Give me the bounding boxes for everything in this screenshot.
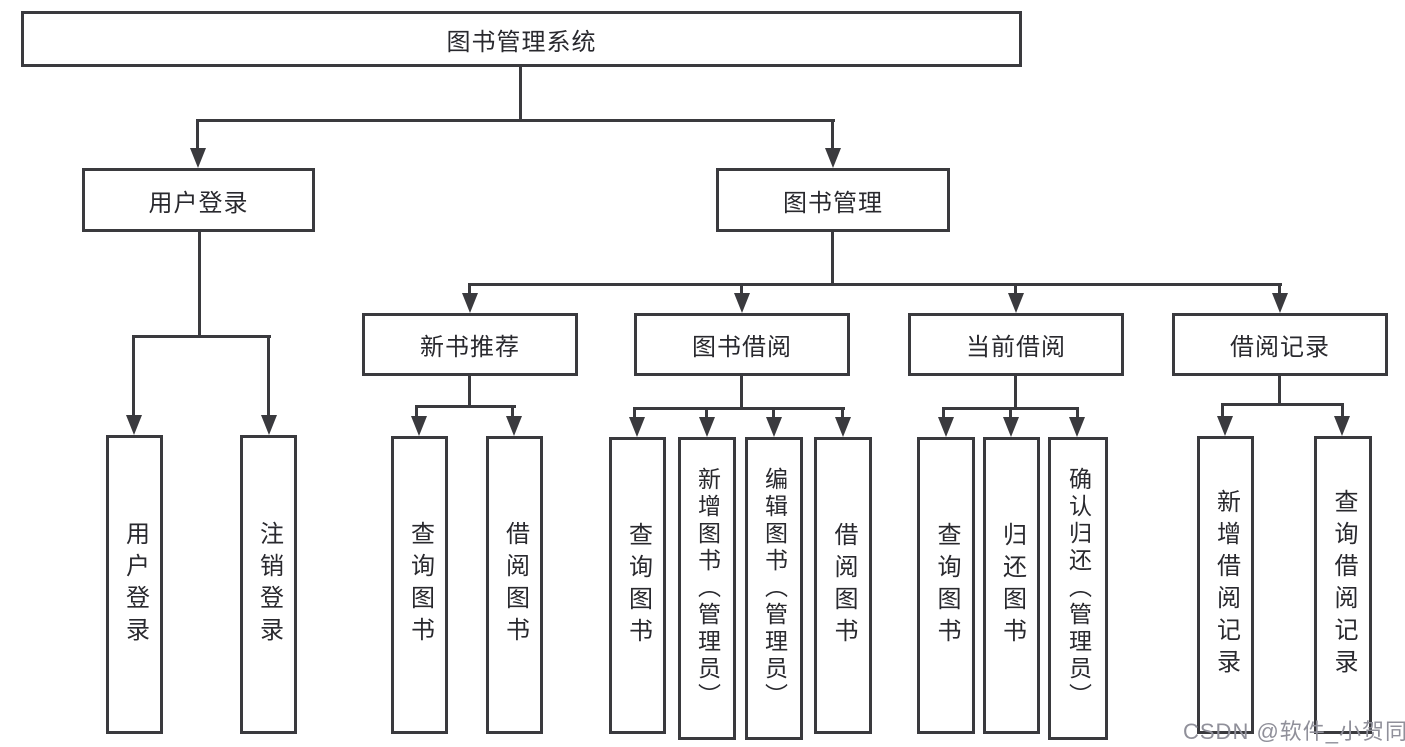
connector-vline (740, 376, 743, 407)
node-add-borrow-record: 新增借阅记录 (1197, 436, 1254, 734)
arrow-down-icon (938, 417, 954, 437)
connector-hline (132, 335, 271, 338)
arrow-down-icon (126, 415, 142, 435)
connector-vline (196, 119, 199, 152)
connector-vline (1014, 283, 1017, 297)
arrow-down-icon (629, 417, 645, 437)
connector-hline (415, 405, 516, 408)
arrow-down-icon (1217, 416, 1233, 436)
connector-vline (1014, 376, 1017, 407)
connector-vline (831, 232, 834, 283)
connector-hline (196, 119, 835, 122)
node-edit-books-admin: 编辑图书（管理员） (745, 437, 803, 740)
node-new-book-recommendation: 新书推荐 (362, 313, 578, 376)
node-book-borrowing: 图书借阅 (634, 313, 850, 376)
connector-vline (511, 405, 514, 420)
node-query-books-borrow: 查询图书 (609, 437, 666, 734)
node-borrow-books-recommend: 借阅图书 (486, 436, 543, 734)
arrow-down-icon (411, 416, 427, 436)
watermark: CSDN @软件_小贺同学 (1183, 719, 1405, 744)
arrow-down-icon (1008, 293, 1024, 313)
node-borrow-books-leaf: 借阅图书 (814, 437, 872, 734)
connector-hline (1221, 403, 1344, 406)
arrow-down-icon (506, 416, 522, 436)
connector-vline (267, 335, 270, 419)
node-current-borrowing: 当前借阅 (908, 313, 1124, 376)
connector-vline (1076, 407, 1079, 421)
arrow-down-icon (734, 293, 750, 313)
node-logout: 注销登录 (240, 435, 297, 734)
node-user-login: 用户登录 (82, 168, 315, 232)
node-borrowing-records: 借阅记录 (1172, 313, 1388, 376)
node-return-books: 归还图书 (983, 437, 1040, 734)
connector-vline (841, 407, 844, 421)
node-confirm-return-admin: 确认归还（管理员） (1048, 437, 1108, 740)
connector-vline (1009, 407, 1012, 421)
node-user-login-leaf: 用户登录 (106, 435, 163, 734)
connector-vline (705, 407, 708, 421)
arrow-down-icon (1272, 293, 1288, 313)
connector-vline (1278, 376, 1281, 403)
connector-vline (415, 405, 418, 420)
connector-vline (132, 335, 135, 419)
connector-vline (519, 67, 522, 119)
arrow-down-icon (462, 293, 478, 313)
connector-vline (468, 283, 471, 297)
connector-vline (1341, 403, 1344, 420)
arrow-down-icon (1334, 416, 1350, 436)
node-query-books-current: 查询图书 (917, 437, 975, 734)
connector-vline (468, 376, 471, 405)
connector-vline (1278, 283, 1281, 297)
node-query-books-recommend: 查询图书 (391, 436, 448, 734)
arrow-down-icon (190, 148, 206, 168)
node-library-system: 图书管理系统 (21, 11, 1022, 67)
connector-vline (633, 407, 636, 421)
connector-vline (831, 119, 834, 152)
arrow-down-icon (835, 417, 851, 437)
arrow-down-icon (766, 417, 782, 437)
node-query-borrow-record: 查询借阅记录 (1314, 436, 1372, 734)
arrow-down-icon (699, 417, 715, 437)
arrow-down-icon (261, 415, 277, 435)
connector-vline (198, 232, 201, 335)
node-book-management: 图书管理 (716, 168, 950, 232)
connector-hline (633, 407, 845, 410)
arrow-down-icon (1003, 417, 1019, 437)
connector-hline (468, 283, 1282, 286)
connector-vline (1221, 403, 1224, 420)
arrow-down-icon (825, 148, 841, 168)
connector-vline (942, 407, 945, 421)
arrow-down-icon (1069, 417, 1085, 437)
connector-vline (772, 407, 775, 421)
connector-vline (740, 283, 743, 297)
node-add-books-admin: 新增图书（管理员） (678, 437, 736, 740)
